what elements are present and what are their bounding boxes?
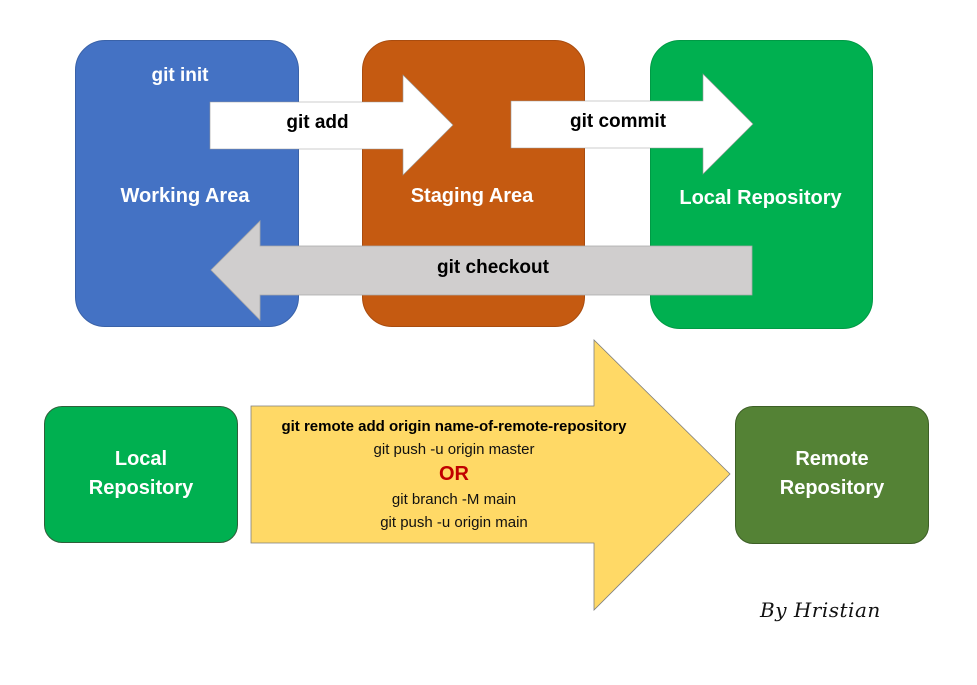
staging-area-label: Staging Area: [410, 185, 534, 207]
local-repository-bottom-label-line2: Repository: [88, 477, 194, 499]
git-add-label: git add: [286, 112, 349, 133]
git-commit-arrow: [510, 73, 754, 175]
local-repository-label: Local Repository: [679, 187, 842, 209]
git-add-arrow: [209, 74, 454, 176]
remote-repository-label-line2: Repository: [779, 477, 885, 499]
git-remote-add-command: git remote add origin name-of-remote-rep…: [281, 418, 627, 435]
push-arrow: [250, 339, 731, 611]
git-init-label: git init: [151, 65, 209, 86]
author-signature: By Hristian: [760, 598, 881, 622]
git-checkout-arrow: [210, 220, 753, 321]
local-repository-bottom-label-line1: Local: [114, 448, 168, 470]
git-branch-rename-command: git branch -M main: [391, 491, 517, 508]
git-commit-label: git commit: [569, 111, 667, 132]
git-push-main-command: git push -u origin main: [380, 514, 528, 531]
remote-repository-label-line1: Remote: [795, 448, 869, 470]
or-separator: OR: [439, 463, 469, 485]
git-checkout-label: git checkout: [437, 257, 549, 278]
working-area-label: Working Area: [120, 185, 250, 207]
local-repository-box-bottom: [44, 406, 238, 543]
git-push-master-command: git push -u origin master: [373, 441, 535, 458]
remote-repository-box: [735, 406, 929, 544]
